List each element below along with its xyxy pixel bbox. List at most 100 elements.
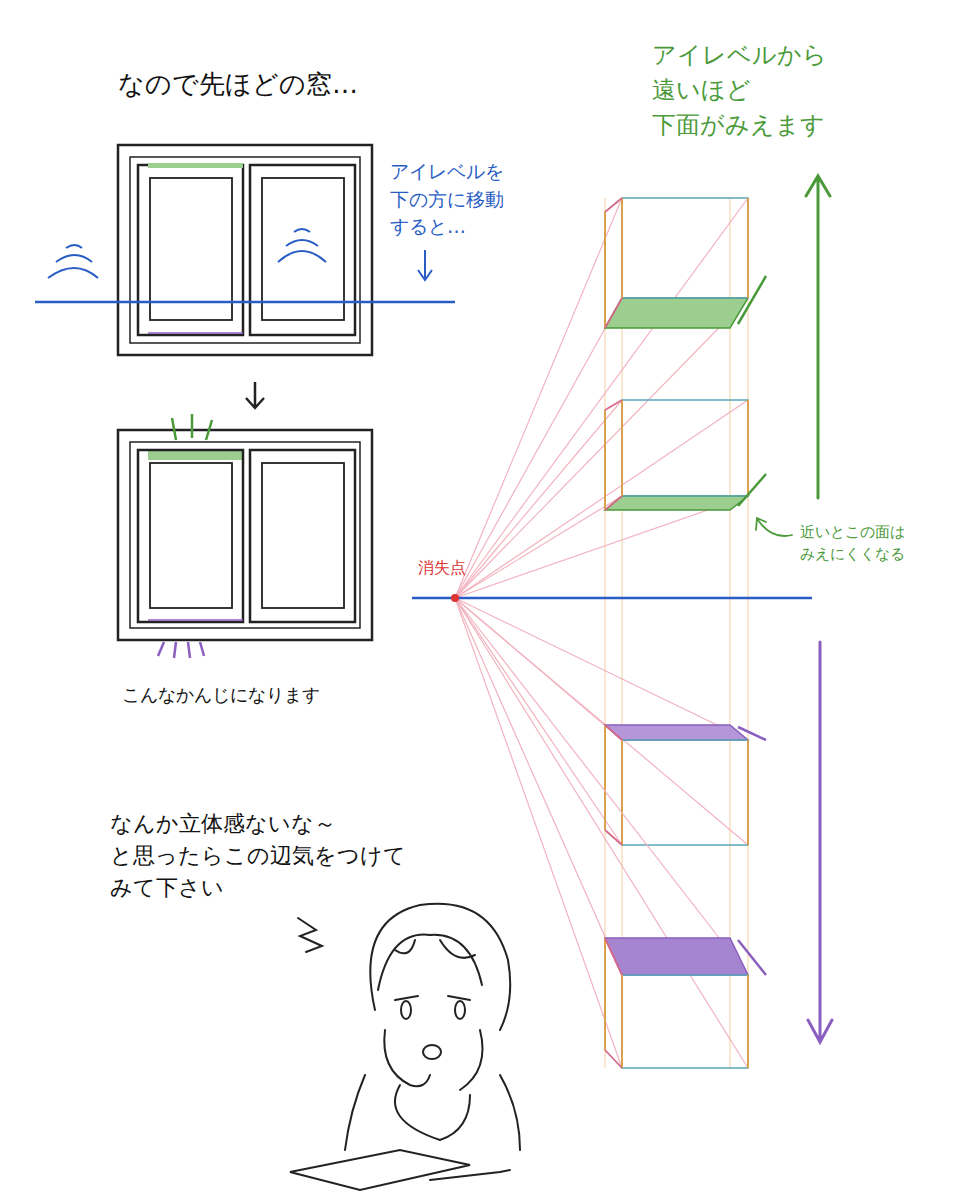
edge	[621, 198, 623, 298]
edge	[747, 198, 749, 298]
sketch-stroke	[138, 450, 243, 622]
edge	[605, 725, 622, 740]
advice-note: なんか立体感ないな～ と思ったらこの辺気をつけて みて下さい	[110, 808, 406, 904]
direction-arrows	[756, 176, 832, 1042]
sketch-stroke	[118, 145, 372, 355]
depth-tick	[738, 727, 766, 740]
convergence-line	[455, 598, 748, 1068]
sketch-stroke	[148, 332, 243, 334]
convergence-line	[455, 598, 748, 975]
eye-level-note: アイレベルを 下の方に移動 すると…	[390, 158, 504, 241]
sketch-stroke	[294, 229, 310, 232]
edge	[604, 212, 606, 328]
sketch-stroke	[423, 1045, 441, 1059]
sketch-stroke	[262, 178, 344, 320]
edge	[604, 410, 606, 510]
sketch-stroke	[418, 250, 432, 280]
convergence-line	[455, 298, 748, 598]
sketch-stroke	[150, 178, 232, 320]
sketch-stroke	[395, 940, 475, 958]
character-sketch	[290, 904, 520, 1190]
edge	[604, 725, 606, 830]
depth-tick	[738, 276, 766, 324]
sketch-stroke	[384, 1030, 430, 1086]
front-face	[622, 975, 748, 1068]
edge	[747, 400, 749, 496]
horizon-line	[412, 597, 812, 600]
visible-face	[605, 938, 748, 975]
sketch-stroke	[148, 450, 243, 460]
convergence-line	[455, 298, 622, 598]
edge	[605, 496, 622, 510]
sketch-stroke	[250, 450, 355, 622]
heading: なので先ほどの窓…	[118, 66, 358, 104]
sketch-stroke	[401, 1001, 411, 1019]
front-face	[622, 198, 748, 298]
guide-line	[748, 198, 749, 1068]
convergence-line	[455, 400, 748, 598]
edge	[604, 938, 606, 1050]
side-note: 近いとこの面は みえにくくなる	[800, 522, 905, 566]
sketch-stroke	[172, 414, 212, 440]
emphasis-marks	[158, 414, 212, 658]
visible-face	[605, 298, 748, 328]
sketch-stroke	[250, 165, 355, 335]
sketch-stroke	[148, 619, 243, 621]
convergence-line	[455, 198, 622, 598]
convergence-line	[455, 598, 622, 1068]
sketch-stroke	[460, 1030, 483, 1090]
sketch-stroke	[138, 165, 243, 335]
result-note: こんなかんじになります	[122, 682, 320, 708]
edge	[605, 298, 622, 328]
depth-tick	[738, 474, 766, 506]
sketch-stroke	[150, 463, 232, 608]
edge	[747, 975, 749, 1068]
convergence-line	[455, 496, 622, 598]
edge	[621, 740, 623, 845]
edge	[605, 938, 622, 975]
visible-face	[605, 725, 748, 740]
sketch-stroke	[298, 918, 322, 952]
sketch-stroke	[242, 165, 243, 335]
edge	[605, 198, 622, 212]
edge	[747, 740, 749, 845]
sketch-stroke	[278, 251, 326, 262]
window-after	[118, 430, 372, 640]
window-before	[118, 145, 372, 355]
sketch-stroke	[148, 163, 243, 168]
motion-marks	[48, 229, 432, 280]
main-note: アイレベルから 遠いほど 下面がみえます	[652, 38, 827, 142]
sketch-stroke	[286, 240, 318, 246]
sketch-stroke	[130, 442, 360, 628]
perspective-boxes	[455, 198, 766, 1068]
sketch-stroke	[756, 518, 792, 536]
vanishing-point	[451, 594, 459, 602]
sketch-stroke	[806, 176, 830, 498]
sketch-stroke	[808, 642, 832, 1042]
sketch-stroke	[130, 157, 360, 343]
edge	[621, 975, 623, 1068]
visible-face	[605, 496, 748, 510]
sketch-stroke	[455, 1001, 465, 1019]
front-face	[622, 400, 748, 496]
edge	[621, 400, 623, 496]
sketch-stroke	[370, 904, 510, 1030]
sketch-stroke	[262, 463, 344, 608]
sketch-stroke	[395, 1085, 470, 1140]
front-face	[622, 740, 748, 845]
vanishing-point-label: 消失点	[418, 556, 466, 579]
eye-level-line	[35, 301, 455, 304]
sketch-stroke	[395, 996, 470, 1000]
sketch-stroke	[158, 642, 204, 658]
down-arrow	[246, 382, 264, 408]
sketch-stroke	[345, 1075, 520, 1150]
depth-tick	[738, 940, 766, 975]
sketch-stroke	[56, 255, 92, 262]
sketch-stroke	[430, 1170, 510, 1180]
convergence-line	[455, 496, 748, 598]
sketch-stroke	[290, 1150, 470, 1190]
sketch-stroke	[66, 245, 82, 248]
edge	[605, 400, 622, 410]
sketch-stroke	[48, 268, 98, 278]
convergence-line	[455, 598, 622, 845]
